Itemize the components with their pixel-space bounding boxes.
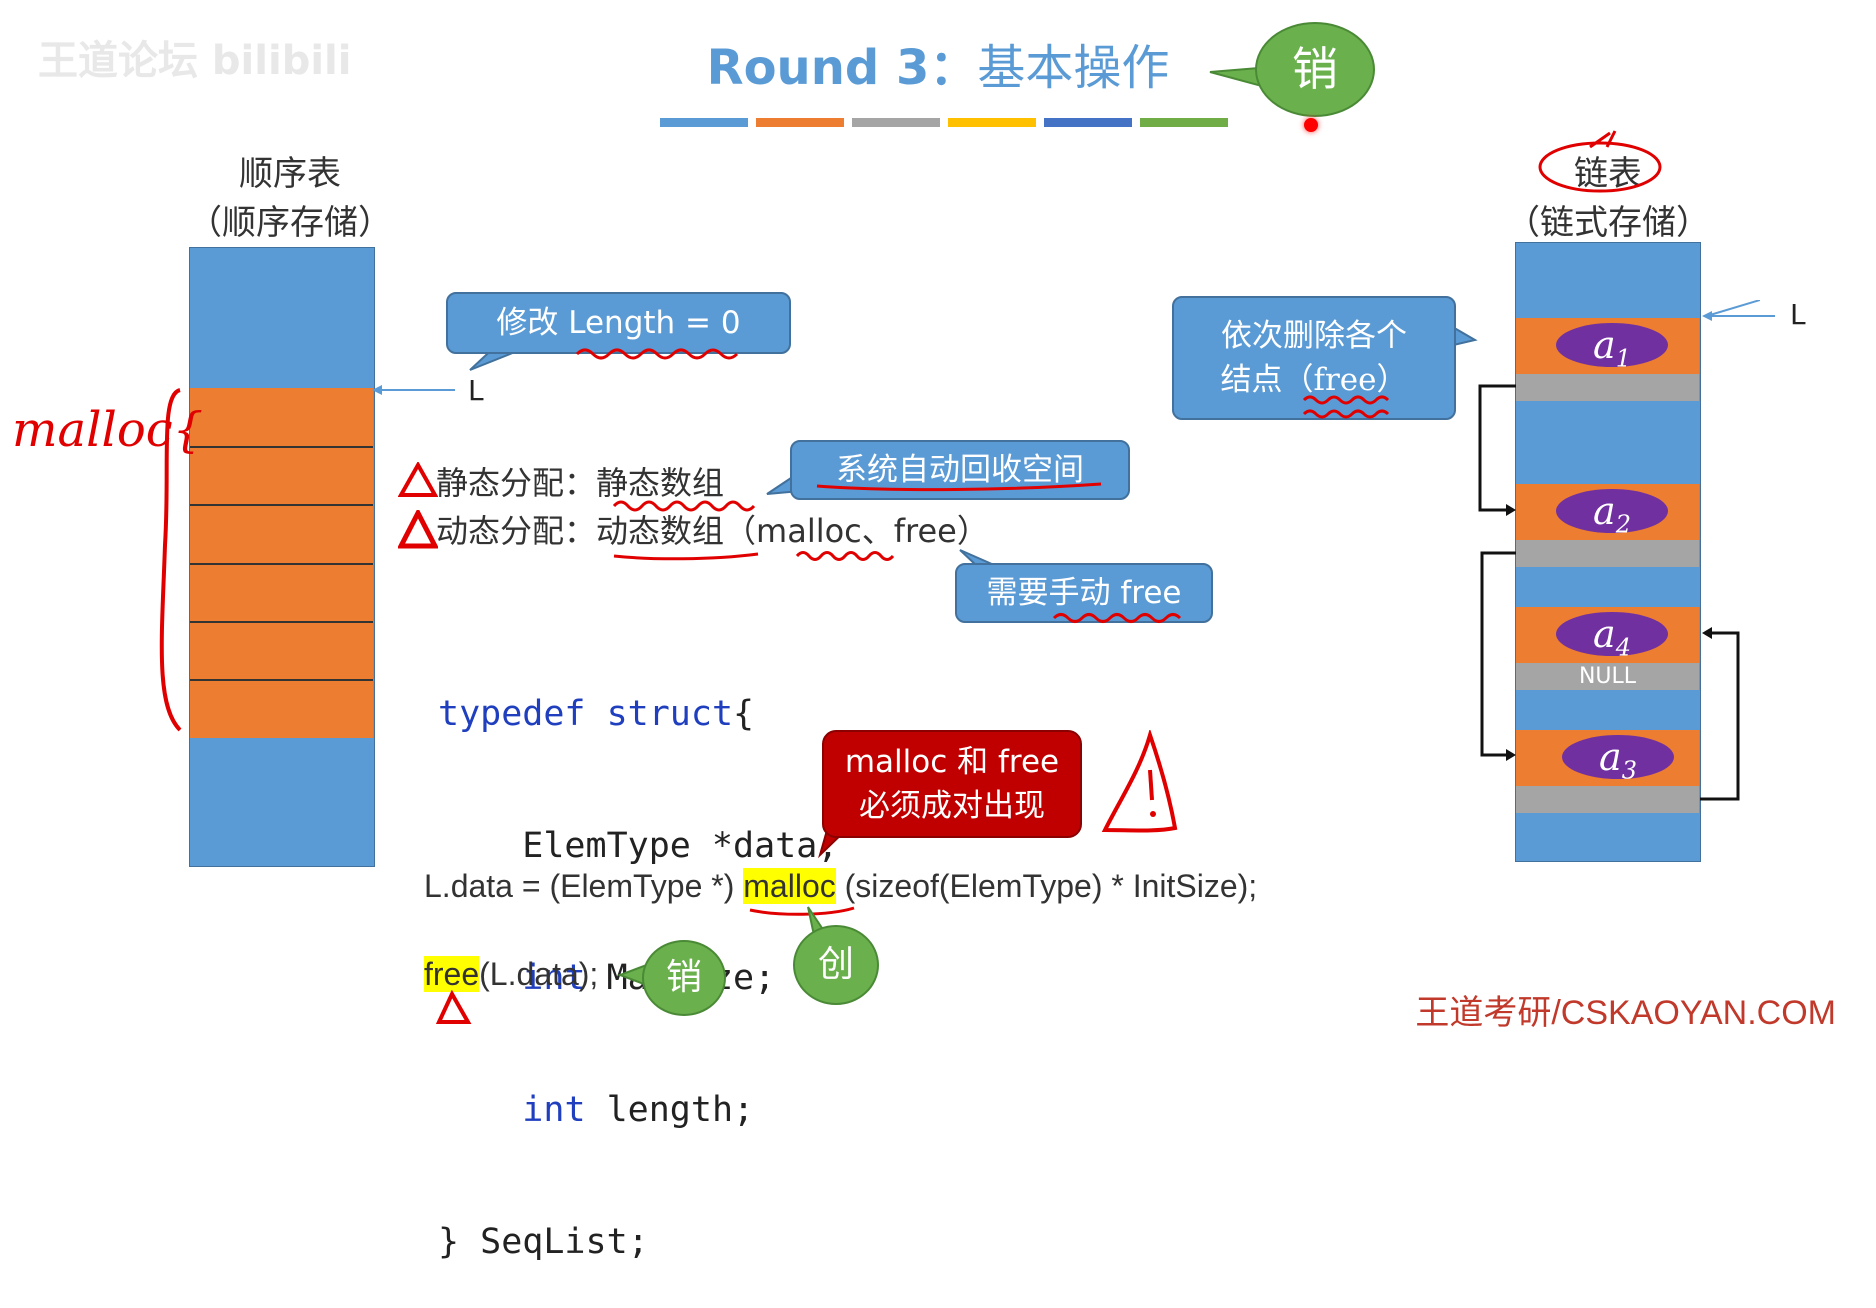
watermark: 王道论坛 bilibili (38, 38, 352, 84)
color-bar-green (1140, 118, 1228, 127)
callout-pair: malloc 和 free 必须成对出现 (822, 730, 1082, 838)
code-line-1: typedef struct{ (438, 692, 838, 736)
annotation-malloc: malloc{ (12, 402, 204, 458)
code-keyword: typedef (438, 694, 586, 734)
annotation-brace (159, 388, 182, 732)
color-bar-yellow (948, 118, 1036, 127)
static-alloc-value: 静态数组 (596, 464, 725, 502)
title-prefix: Round 3： (706, 40, 978, 96)
node-label: a2 (1556, 489, 1668, 539)
footer-brand: 王道考研/CSKAOYAN.COM (1415, 994, 1836, 1032)
node-next-null: NULL (1516, 663, 1699, 690)
malloc-statement-before: L.data = (ElemType *) (424, 868, 744, 904)
dynamic-alloc-label: 动态分配： (436, 512, 597, 550)
malloc-highlight: malloc (743, 868, 836, 904)
underline-malloc-free (795, 551, 895, 561)
triangle-icon (436, 990, 472, 1024)
code-keyword: int (522, 1090, 586, 1130)
node-label: a1 (1556, 323, 1668, 373)
seq-heading-subtitle: （顺序存储） (188, 203, 392, 243)
underline-static (612, 500, 756, 512)
bubble-destroy: 销 (642, 940, 726, 1016)
dynamic-alloc-extra: （malloc、free） (724, 512, 989, 550)
static-alloc-label: 静态分配： (436, 464, 597, 502)
underline-malloc (749, 906, 855, 916)
callout-nodes-line1: 依次删除各个 (1221, 318, 1407, 354)
warning-icon (1101, 730, 1178, 833)
callout-pair-line2: 必须成对出现 (859, 788, 1045, 824)
node-next-a3 (1516, 786, 1699, 813)
free-statement-after: (L.data); (479, 956, 599, 992)
seq-cell-divider (190, 679, 373, 681)
callout-manual-free: 需要手动 free (955, 563, 1213, 623)
seq-cell-divider (190, 621, 373, 623)
free-highlight: free (424, 956, 480, 992)
link-heading-subtitle: （链式存储） (1506, 203, 1710, 243)
pointer-arrow-left (372, 385, 455, 395)
underline-manual-free (1052, 613, 1182, 623)
pointer-arrow-right (1702, 311, 1775, 321)
malloc-statement: L.data = (ElemType *) malloc (sizeof(Ele… (424, 868, 1257, 905)
color-bar-orange (756, 118, 844, 127)
color-bar-blue (660, 118, 748, 127)
node-next-a1 (1516, 374, 1699, 401)
pointer-dot (1304, 118, 1318, 132)
link-arrows (1478, 300, 1760, 801)
code-line-5: } SeqList; (438, 1222, 649, 1262)
callout-pair-line1: malloc 和 free (844, 744, 1060, 780)
code-line-4: int length; (438, 1088, 838, 1132)
title-chinese: 基本操作 (977, 40, 1170, 96)
node-label: a4 (1556, 612, 1668, 662)
code-keyword: struct (606, 694, 734, 734)
page-title: Round 3：基本操作 (0, 28, 1876, 98)
callout-nodes-line2: 结点（free） (1220, 362, 1408, 398)
underline-dynamic (613, 552, 759, 561)
underline-free (1302, 395, 1390, 419)
code-line-2: ElemType *data; (438, 826, 839, 866)
node-next-a2 (1516, 540, 1699, 567)
dynamic-alloc-value: 动态数组 (596, 512, 725, 550)
callout-length: 修改 Length = 0 (446, 292, 791, 354)
underline-length (575, 348, 739, 360)
triangle-icon (398, 462, 438, 497)
seq-cell-divider (190, 563, 373, 565)
color-bar-gray (852, 118, 940, 127)
node-label: a3 (1562, 735, 1674, 785)
bubble-destroy-top: 销 (1255, 22, 1375, 117)
code-text: length; (585, 1090, 755, 1130)
color-bar-darkblue (1044, 118, 1132, 127)
underline-auto-free (816, 482, 1102, 492)
malloc-statement-after: (sizeof(ElemType) * InitSize); (835, 868, 1258, 904)
seq-cell-divider (190, 446, 373, 448)
circle-annotation (1538, 130, 1662, 193)
pointer-label-left: L (468, 374, 484, 407)
callout-auto-free: 系统自动回收空间 (790, 440, 1130, 500)
code-text: { (733, 694, 755, 734)
pointer-label-right: L (1790, 298, 1806, 331)
seq-heading: 顺序表 （顺序存储） (170, 146, 410, 244)
seq-cell-divider (190, 504, 373, 506)
seq-heading-title: 顺序表 (239, 154, 341, 194)
bubble-create: 创 (793, 925, 879, 1005)
code-keyword: int (522, 958, 586, 998)
triangle-icon (398, 510, 438, 549)
dynamic-alloc-line: 动态分配：动态数组（malloc、free） (436, 506, 989, 552)
static-alloc-line: 静态分配：静态数组 (436, 458, 724, 504)
free-statement: free(L.data); (424, 956, 598, 993)
